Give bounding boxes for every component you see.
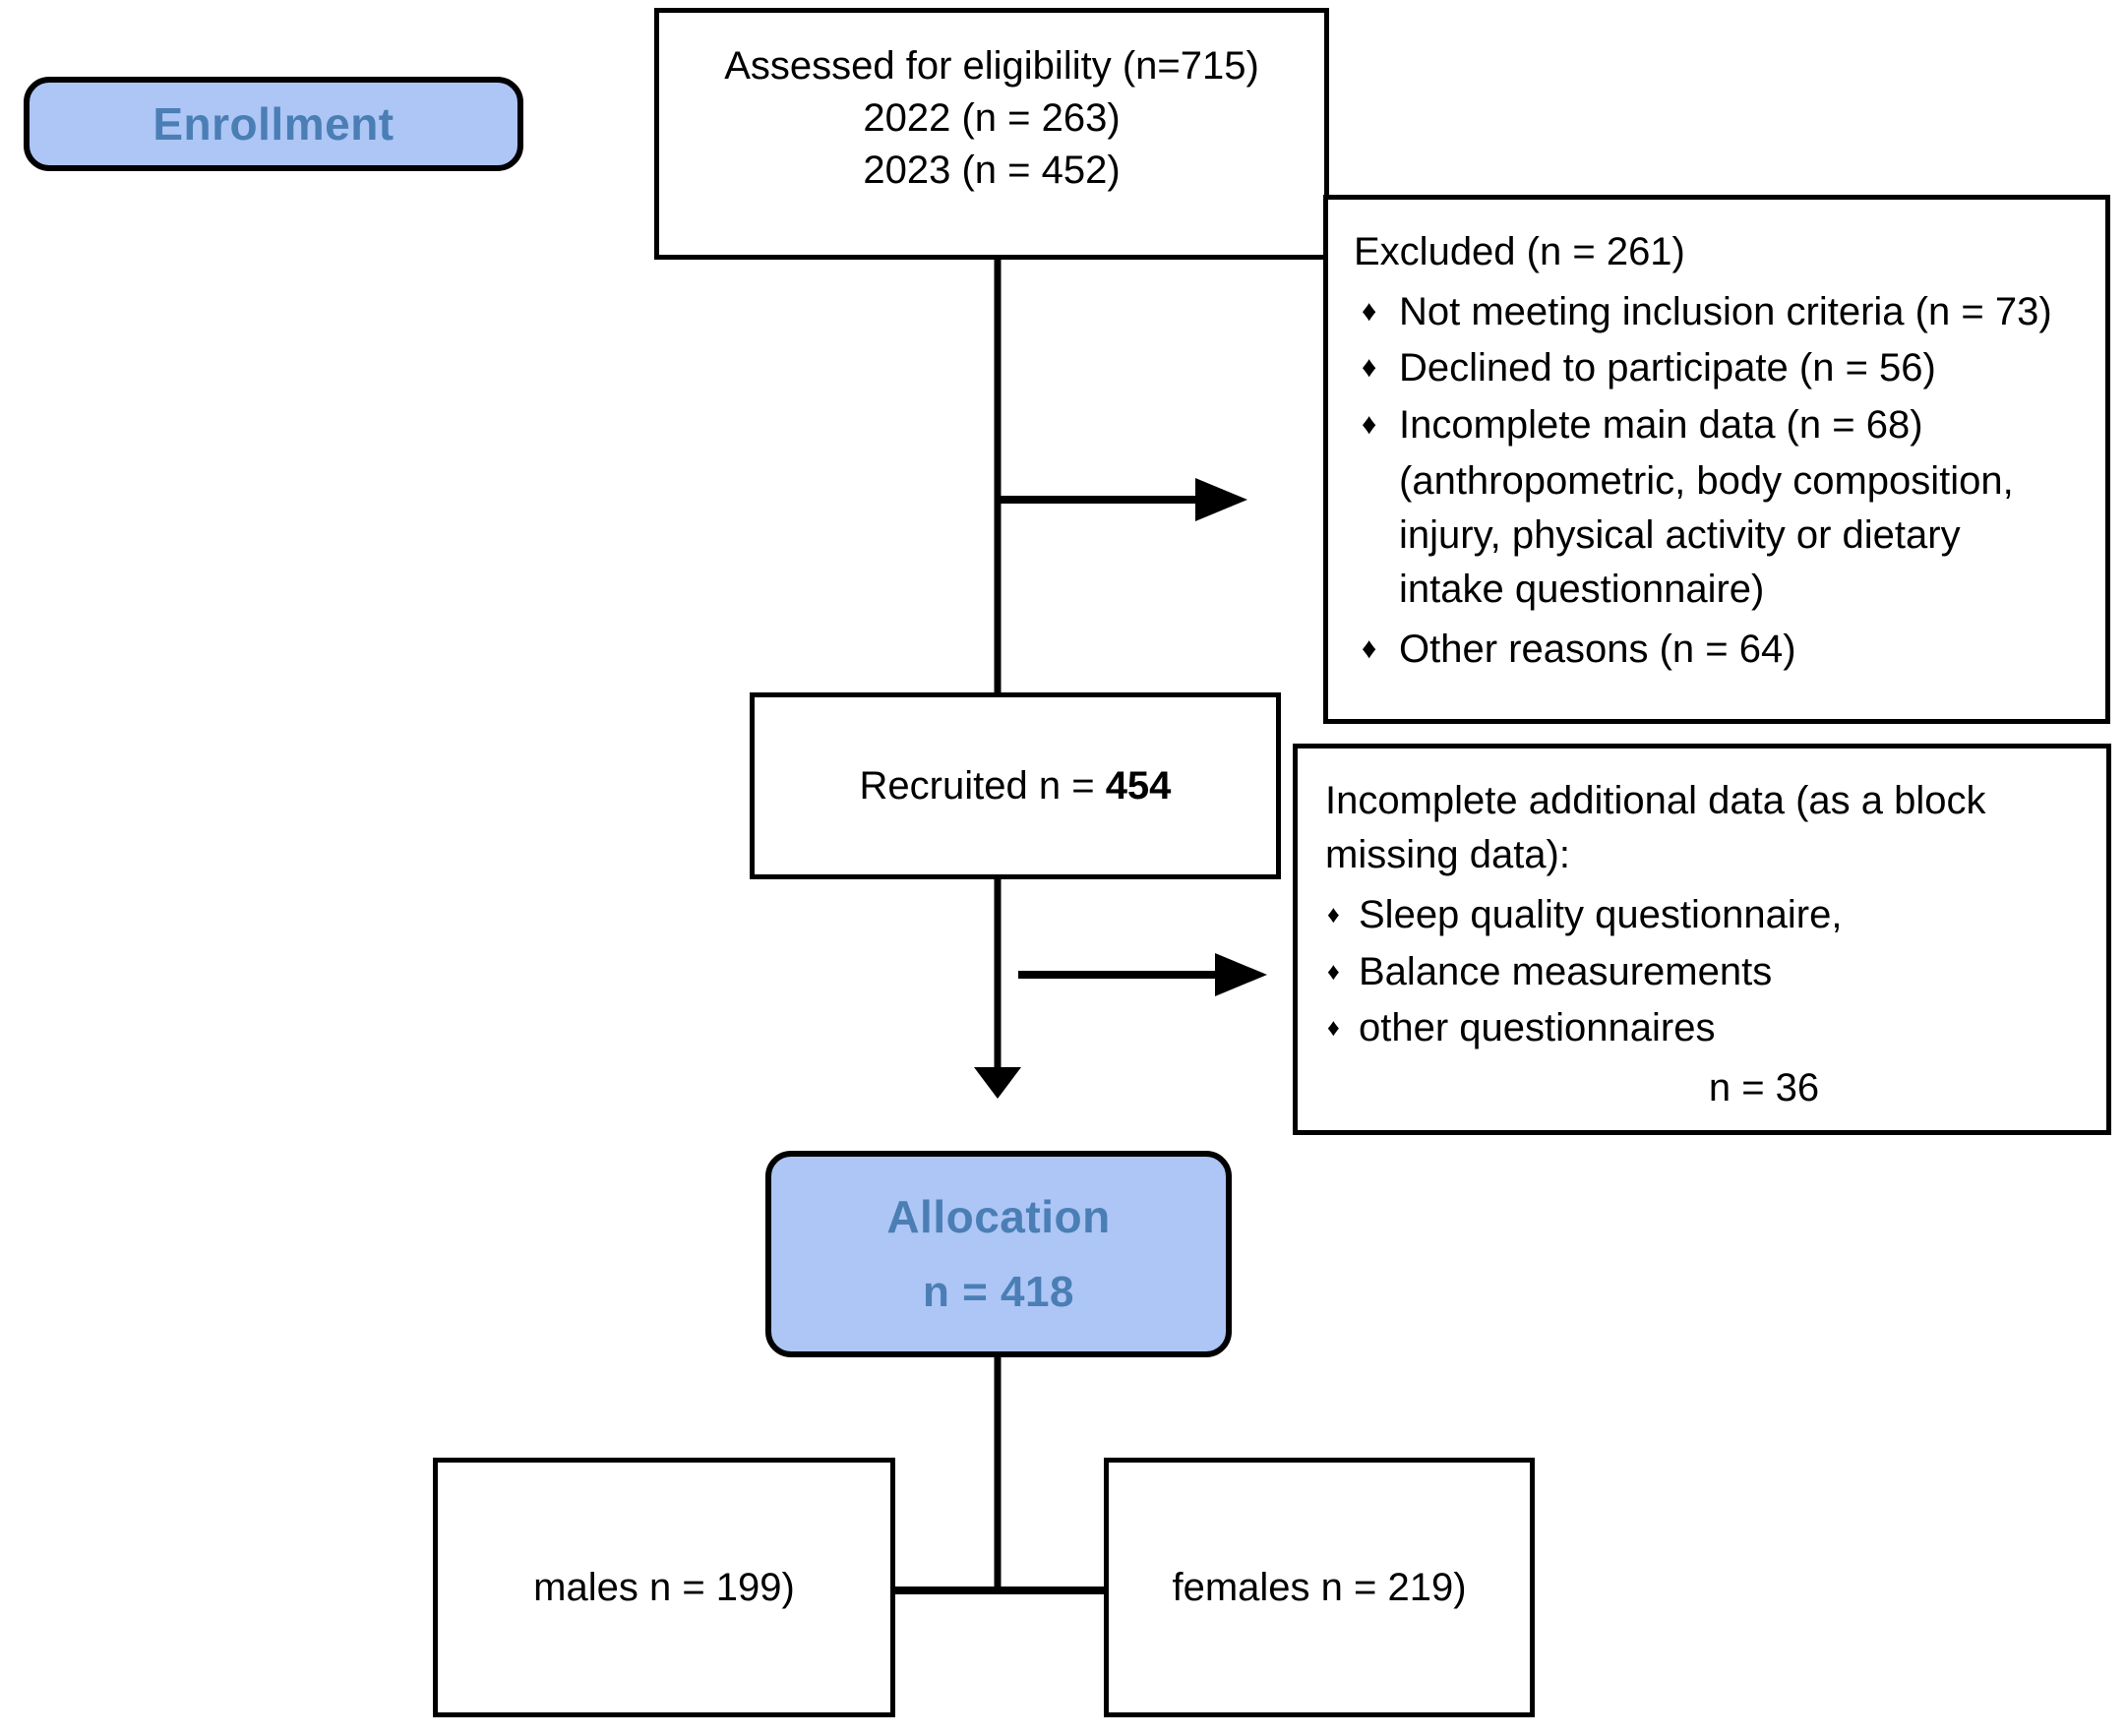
excluded-continuation-line-2: injury, physical activity or dietary [1399, 512, 1961, 557]
box-excluded: Excluded (n = 261) ♦ Not meeting inclusi… [1323, 195, 2110, 724]
excluded-reason-label: Incomplete main data (n = 68) [1399, 402, 1923, 447]
females-label: females n = 219) [1172, 1565, 1467, 1609]
recruited-count: 454 [1105, 763, 1172, 808]
list-item: ♦ Not meeting inclusion criteria (n = 73… [1354, 285, 2084, 339]
box-assessed-for-eligibility: Assessed for eligibility (n=715) 2022 (n… [654, 8, 1329, 260]
excluded-heading: Excluded (n = 261) [1354, 230, 1685, 273]
stage-allocation-label: Allocation [886, 1190, 1111, 1242]
incomplete-total-count: n = 36 [1708, 1065, 1820, 1109]
excluded-reason-label: Other reasons (n = 64) [1399, 628, 1796, 672]
bullet-diamond-icon: ♦ [1362, 407, 1377, 441]
excluded-continuation-line-3: intake questionnaire) [1399, 568, 1765, 612]
bullet-diamond-icon: ♦ [1327, 957, 1340, 986]
list-item: ♦ Declined to participate (n = 56) [1354, 341, 2084, 395]
bullet-diamond-icon: ♦ [1362, 295, 1377, 329]
excluded-reason-label: Declined to participate (n = 56) [1399, 346, 1936, 390]
eligibility-line-2: 2022 (n = 263) [863, 95, 1121, 140]
males-label: males n = 199) [533, 1565, 795, 1609]
eligibility-line-3: 2023 (n = 452) [863, 148, 1121, 192]
box-recruited: Recruited n = 454 [750, 692, 1281, 879]
recruited-label-wrapper: Recruited n = 454 [860, 760, 1172, 812]
box-incomplete-additional-data: Incomplete additional data (as a block m… [1293, 744, 2111, 1135]
bullet-diamond-icon: ♦ [1327, 1013, 1340, 1042]
excluded-other-list: ♦ Other reasons (n = 64) [1354, 623, 2084, 679]
list-item: ♦ other questionnaires [1325, 1001, 2085, 1055]
list-item: ♦ Sleep quality questionnaire, [1325, 888, 2085, 942]
incomplete-item-label: Sleep quality questionnaire, [1359, 893, 1843, 937]
box-males: males n = 199) [433, 1458, 895, 1717]
bullet-diamond-icon: ♦ [1362, 632, 1377, 666]
stage-badge-allocation: Allocation n = 418 [765, 1151, 1232, 1357]
incomplete-item-label: other questionnaires [1359, 1005, 1716, 1049]
excluded-continuation-line-1: (anthropometric, body composition, [1399, 458, 2014, 503]
incomplete-item-list: ♦ Sleep quality questionnaire, ♦ Balance… [1325, 888, 2085, 1057]
stage-badge-enrollment: Enrollment [24, 77, 523, 171]
box-females: females n = 219) [1104, 1458, 1535, 1717]
bullet-diamond-icon: ♦ [1362, 351, 1377, 385]
list-item: ♦ Balance measurements [1325, 945, 2085, 999]
eligibility-line-1: Assessed for eligibility (n=715) [724, 44, 1259, 88]
stage-allocation-count: n = 418 [923, 1268, 1074, 1317]
list-item: ♦ Incomplete main data (n = 68) [1354, 398, 2084, 452]
incomplete-item-label: Balance measurements [1359, 949, 1773, 993]
incomplete-heading-line-1: Incomplete additional data (as a block [1325, 779, 1986, 822]
incomplete-heading-line-2: missing data): [1325, 833, 1570, 877]
excluded-reason-list: ♦ Not meeting inclusion criteria (n = 73… [1354, 285, 2084, 454]
bullet-diamond-icon: ♦ [1327, 901, 1340, 929]
recruited-prefix: Recruited n = [859, 763, 1106, 808]
stage-enrollment-label: Enrollment [152, 97, 395, 150]
excluded-reason-label: Not meeting inclusion criteria (n = 73) [1399, 290, 2052, 334]
list-item: ♦ Other reasons (n = 64) [1354, 623, 2084, 677]
